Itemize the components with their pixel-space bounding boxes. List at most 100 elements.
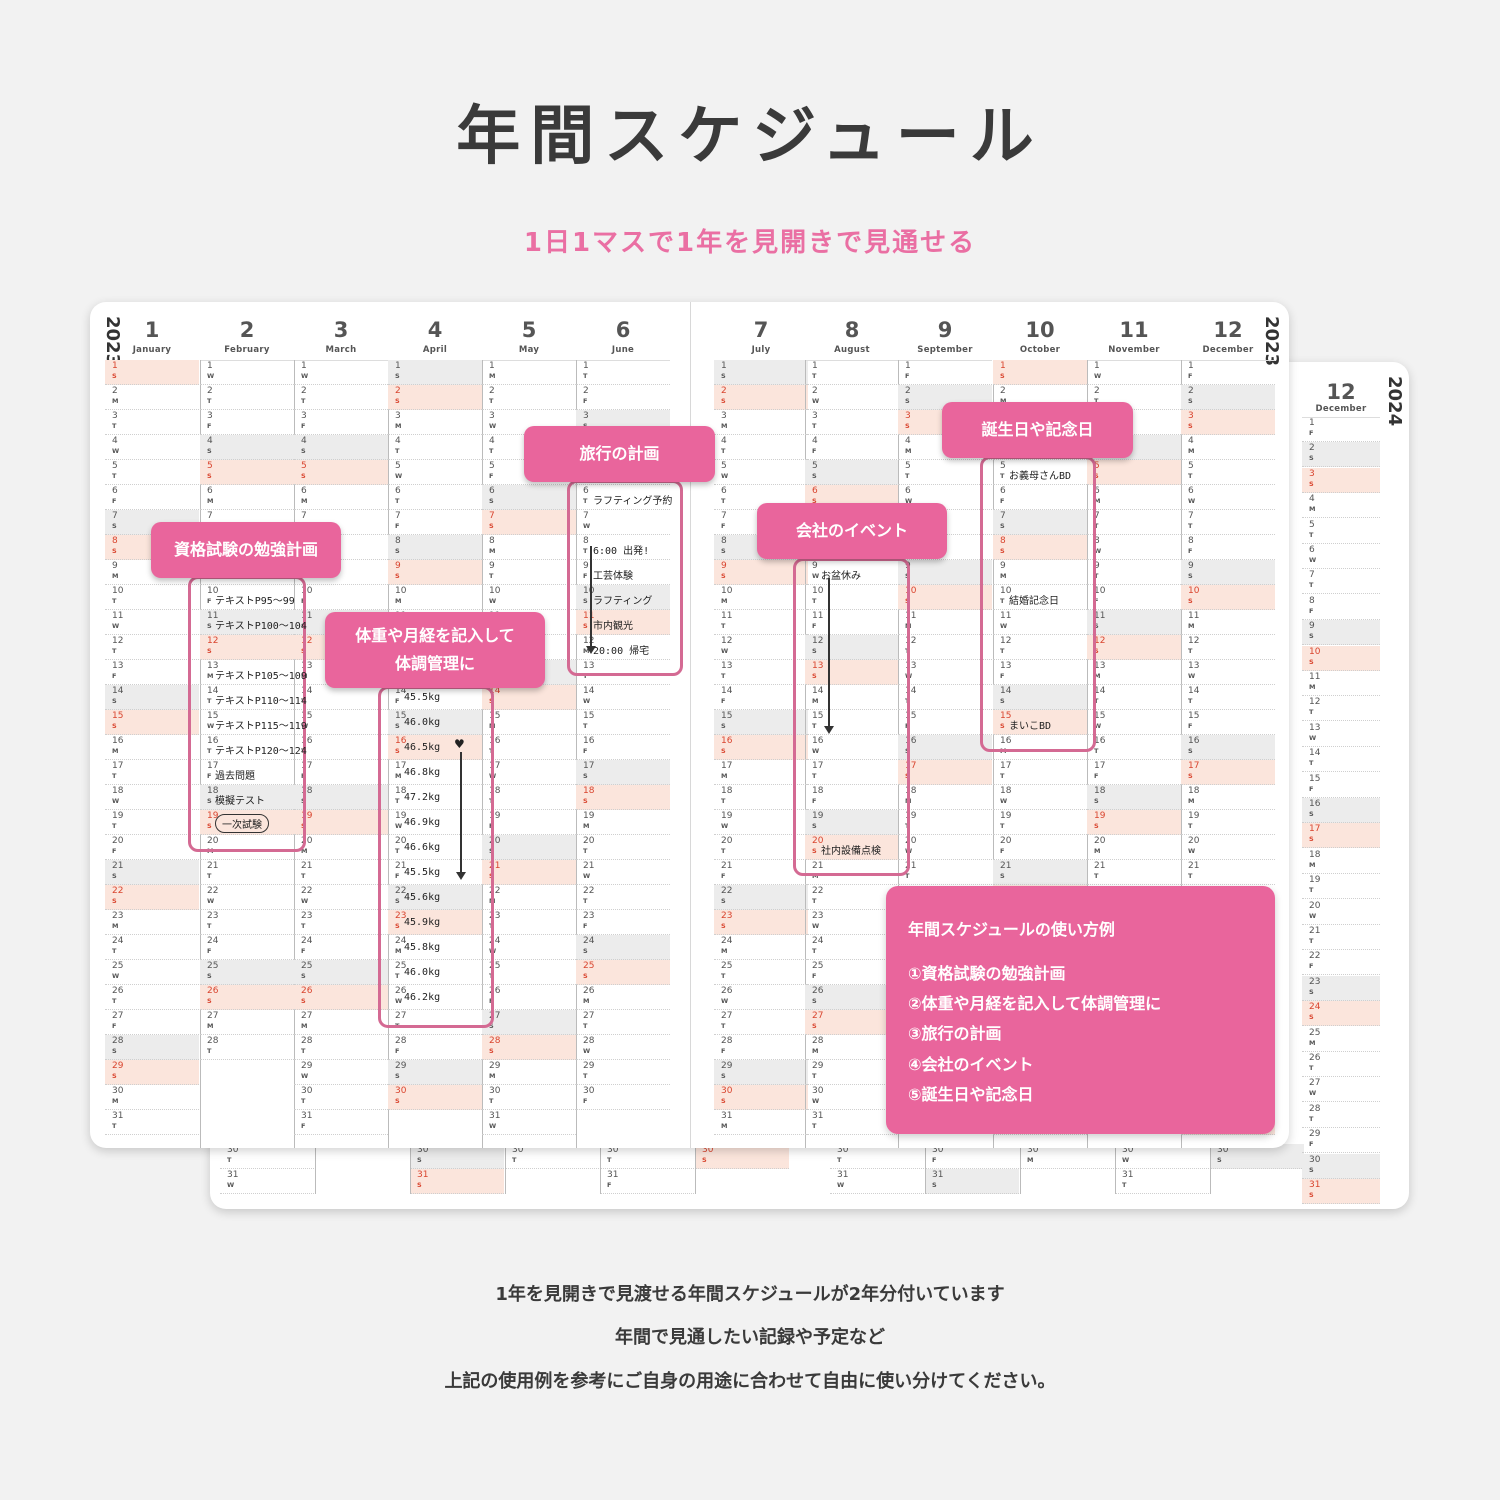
day-row[interactable]: 17S xyxy=(1181,760,1275,785)
day-row[interactable]: 6T xyxy=(388,485,482,510)
day-row[interactable]: 14F xyxy=(714,685,808,710)
day-row[interactable]: 15T xyxy=(805,710,899,735)
day-row[interactable]: 17F xyxy=(200,760,294,785)
day-row[interactable]: 18S xyxy=(576,785,670,810)
day-row[interactable]: 14T xyxy=(898,685,992,710)
day-row[interactable]: 28S xyxy=(105,1035,199,1060)
day-row[interactable]: 24T xyxy=(805,935,899,960)
day-row[interactable]: 27T xyxy=(576,1010,670,1035)
day-row[interactable]: 18T xyxy=(482,785,576,810)
day-row[interactable]: 21T xyxy=(294,860,388,885)
day-row[interactable]: 7T xyxy=(1087,510,1181,535)
day-row[interactable]: 31S xyxy=(410,1169,504,1194)
day-row[interactable]: 9S xyxy=(1302,620,1380,646)
day-row[interactable]: 29T xyxy=(576,1060,670,1085)
day-row[interactable]: 31F xyxy=(294,1110,388,1135)
day-row[interactable]: 22F xyxy=(1302,950,1380,976)
day-row[interactable]: 30T xyxy=(600,1144,694,1169)
day-row[interactable]: 15S xyxy=(105,710,199,735)
day-row[interactable]: 25S xyxy=(294,960,388,985)
day-row[interactable]: 1F xyxy=(898,360,992,385)
day-row[interactable]: 12S xyxy=(805,635,899,660)
day-row[interactable]: 14S xyxy=(482,685,576,710)
day-row[interactable]: 20T xyxy=(714,835,808,860)
day-row[interactable]: 6S xyxy=(482,485,576,510)
day-row[interactable]: 5S xyxy=(294,460,388,485)
day-row[interactable]: 2W xyxy=(805,385,899,410)
day-row[interactable]: 11W xyxy=(993,610,1087,635)
day-row[interactable]: 31T xyxy=(805,1110,899,1135)
day-row[interactable]: 29S xyxy=(388,1060,482,1085)
day-row[interactable]: 25S xyxy=(576,960,670,985)
day-row[interactable]: 28F xyxy=(714,1035,808,1060)
day-row[interactable]: 19T xyxy=(993,810,1087,835)
day-row[interactable]: 16S xyxy=(714,735,808,760)
day-row[interactable]: 9F xyxy=(576,560,670,585)
day-row[interactable]: 30T xyxy=(220,1144,314,1169)
day-row[interactable]: 30S xyxy=(1302,1153,1380,1179)
day-row[interactable]: 5W xyxy=(714,460,808,485)
day-row[interactable]: 30T xyxy=(294,1085,388,1110)
day-row[interactable]: 15W xyxy=(294,710,388,735)
day-row[interactable]: 10T xyxy=(993,585,1087,610)
day-row[interactable]: 2S xyxy=(1181,385,1275,410)
day-row[interactable]: 2M xyxy=(105,385,199,410)
day-row[interactable]: 13T xyxy=(714,660,808,685)
day-row[interactable]: 21T xyxy=(200,860,294,885)
day-row[interactable]: 16S xyxy=(388,735,482,760)
day-row[interactable]: 24W xyxy=(482,935,576,960)
day-row[interactable]: 30W xyxy=(805,1085,899,1110)
day-row[interactable]: 2T xyxy=(200,385,294,410)
day-row[interactable]: 29T xyxy=(805,1060,899,1085)
day-row[interactable]: 8S xyxy=(388,535,482,560)
day-row[interactable]: 11S xyxy=(200,610,294,635)
day-row[interactable]: 1W xyxy=(294,360,388,385)
day-row[interactable]: 20W xyxy=(1302,900,1380,925)
day-row[interactable]: 8M xyxy=(482,535,576,560)
day-row[interactable]: 17T xyxy=(105,760,199,785)
day-row[interactable]: 10S xyxy=(1181,585,1275,610)
day-row[interactable]: 5S xyxy=(1087,460,1181,485)
day-row[interactable]: 13W xyxy=(898,660,992,685)
day-row[interactable]: 22W xyxy=(200,885,294,910)
day-row[interactable]: 19W xyxy=(388,810,482,835)
day-row[interactable]: 29F xyxy=(1302,1128,1380,1154)
day-row[interactable]: 17T xyxy=(805,760,899,785)
day-row[interactable]: 1W xyxy=(1087,360,1181,385)
day-row[interactable]: 18W xyxy=(105,785,199,810)
day-row[interactable]: 29S xyxy=(714,1060,808,1085)
day-row[interactable]: 20T xyxy=(388,835,482,860)
day-row[interactable]: 22S xyxy=(714,885,808,910)
day-row[interactable]: 30S xyxy=(388,1085,482,1110)
day-row[interactable]: 10S xyxy=(1302,645,1380,671)
day-row[interactable]: 27F xyxy=(105,1010,199,1035)
day-row[interactable]: 16T xyxy=(482,735,576,760)
day-row[interactable]: 4M xyxy=(1302,493,1380,519)
day-row[interactable]: 6F xyxy=(105,485,199,510)
day-row[interactable]: 22M xyxy=(482,885,576,910)
day-row[interactable]: 1S xyxy=(388,360,482,385)
day-row[interactable]: 15F xyxy=(1302,773,1380,798)
day-row[interactable]: 7T xyxy=(1181,510,1275,535)
day-row[interactable]: 23T xyxy=(294,910,388,935)
day-row[interactable]: 26S xyxy=(294,985,388,1010)
day-row[interactable]: 1T xyxy=(805,360,899,385)
day-row[interactable]: 15W xyxy=(1087,710,1181,735)
day-row[interactable]: 11T xyxy=(714,610,808,635)
day-row[interactable]: 5T xyxy=(1302,519,1380,544)
day-row[interactable]: 31F xyxy=(600,1169,694,1194)
day-row[interactable]: 6M xyxy=(294,485,388,510)
day-row[interactable]: 26W xyxy=(388,985,482,1010)
day-row[interactable]: 18M xyxy=(898,785,992,810)
day-row[interactable]: 24M xyxy=(714,935,808,960)
day-row[interactable]: 2S xyxy=(1302,442,1380,468)
day-row[interactable]: 19T xyxy=(898,810,992,835)
day-row[interactable]: 2S xyxy=(388,385,482,410)
day-row[interactable]: 7F xyxy=(388,510,482,535)
day-row[interactable]: 17F xyxy=(1087,760,1181,785)
day-row[interactable]: 12T xyxy=(105,635,199,660)
day-row[interactable]: 15M xyxy=(482,710,576,735)
day-row[interactable]: 15W xyxy=(200,710,294,735)
day-row[interactable]: 5T xyxy=(1181,460,1275,485)
day-row[interactable]: 31W xyxy=(482,1110,576,1135)
